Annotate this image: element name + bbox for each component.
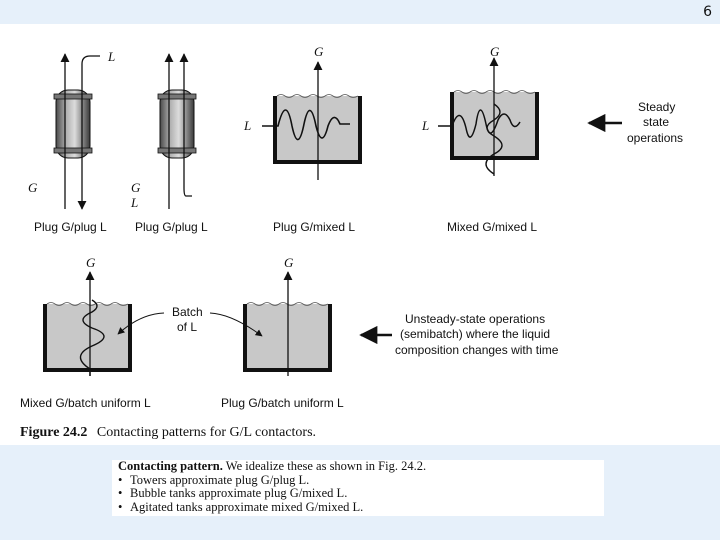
notes-bullet-2: • Bubble tanks approximate plug G/mixed L… [118, 486, 604, 501]
steady-line-3: operations [627, 131, 683, 145]
caption-plug-plug-1: Plug G/plug L [34, 220, 107, 234]
steady-line-2: state [643, 115, 669, 129]
notes-heading: Contacting pattern. [118, 459, 223, 473]
slide-number: 6 [703, 4, 712, 20]
caption-plug-mixed: Plug G/mixed L [273, 220, 355, 234]
figure-title-number: Figure 24.2 [20, 425, 87, 440]
tower-column-2 [157, 53, 197, 209]
notes-intro: We idealize these as shown in Fig. 24.2. [225, 459, 427, 473]
bullet-dot: • [118, 499, 123, 514]
unsteady-line-2: (semibatch) where the liquid [400, 327, 550, 341]
notes-heading-line: Contacting pattern. We idealize these as… [118, 459, 604, 474]
tank-plug-mixed [262, 61, 362, 180]
caption-mixed-batch: Mixed G/batch uniform L [20, 396, 151, 410]
label-g-col1: G [28, 180, 38, 195]
tank-mixed-batch [43, 271, 132, 376]
figure-title-text: Contacting patterns for G/L contactors. [97, 425, 316, 440]
tank-mixed-mixed [438, 57, 539, 176]
label-g-col2: G [131, 180, 141, 195]
contacting-patterns-figure: L G G L G L G L G G Steady state operati… [20, 44, 683, 440]
batch-pointer-right [209, 312, 263, 337]
bullet-dot: • [118, 472, 123, 487]
notes-bullet-text: Agitated tanks approximate mixed G/mixed… [130, 499, 364, 514]
caption-plug-batch: Plug G/batch uniform L [221, 396, 344, 410]
notes-bullet-1: • Towers approximate plug G/plug L. [118, 472, 604, 488]
label-l-col2: L [130, 195, 138, 210]
label-l-col1: L [107, 49, 115, 64]
batch-label-2: of L [177, 320, 197, 334]
bullet-dot: • [118, 486, 123, 500]
batch-label-1: Batch [172, 305, 203, 319]
label-g-tank3: G [86, 255, 96, 270]
label-g-tank2: G [490, 44, 500, 59]
notes-bullet-text: Bubble tanks approximate plug G/mixed L. [130, 486, 348, 500]
label-g-tank1: G [314, 44, 324, 59]
figure-title: Figure 24.2 Contacting patterns for G/L … [20, 425, 316, 440]
steady-line-1: Steady [638, 100, 675, 114]
label-g-tank4: G [284, 255, 294, 270]
notes-bullet-3: • Agitated tanks approximate mixed G/mixe… [118, 499, 604, 515]
label-l-tank1: L [243, 118, 251, 133]
label-l-tank2: L [421, 118, 429, 133]
unsteady-line-1: Unsteady-state operations [405, 312, 545, 326]
batch-pointer-left [117, 312, 165, 335]
caption-mixed-mixed: Mixed G/mixed L [447, 220, 537, 234]
unsteady-line-3: composition changes with time [395, 343, 559, 357]
tower-column-1 [53, 53, 100, 210]
notes-box: Contacting pattern. We idealize these as… [112, 459, 604, 516]
figure-panel: L G G L G L G L G G Steady state operati… [0, 24, 720, 445]
notes-bullet-text: Towers approximate plug G/plug L. [130, 472, 310, 487]
caption-plug-plug-2: Plug G/plug L [135, 220, 208, 234]
tank-plug-batch [243, 271, 332, 376]
